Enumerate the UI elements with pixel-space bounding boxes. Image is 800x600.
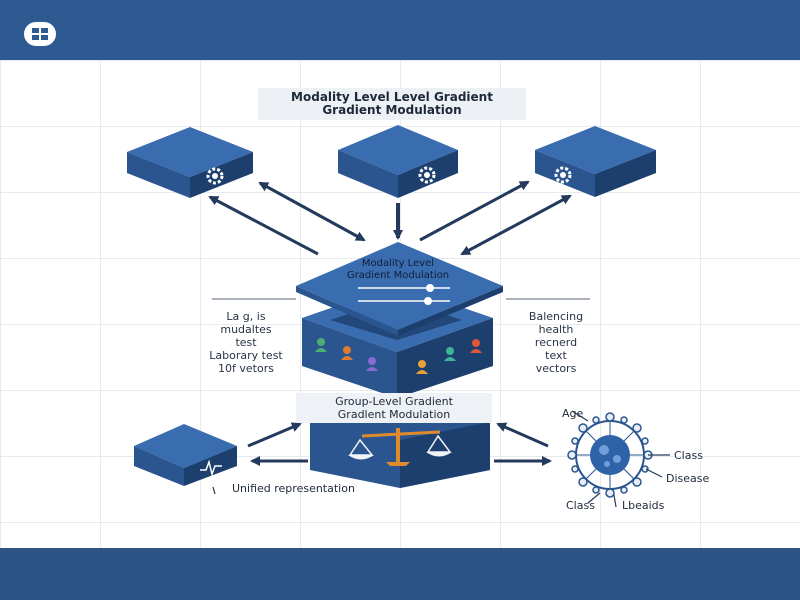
title-box: Modality Level Level Gradient Gradient M…	[258, 88, 526, 120]
person-icon	[315, 338, 327, 352]
virus-network-icon	[567, 410, 670, 508]
gear-icon	[554, 166, 572, 184]
unified-representation-label: Unified representation	[232, 482, 355, 495]
modality-cube-right	[535, 126, 656, 197]
group-label-line-2: Gradlent Modulation	[337, 408, 451, 421]
center-panel-line-2: Gradient Modulation	[346, 270, 450, 281]
center-panel-line-1: Modality Level	[361, 258, 435, 269]
header-bar	[0, 0, 800, 60]
arrow	[258, 181, 366, 242]
right-text-block: Balencing health recnerd text vectors	[506, 310, 606, 375]
virus-label-labels: Lbeaids	[622, 499, 665, 512]
title-line-1: Modality Level Level Gradient	[291, 90, 493, 104]
arrow	[460, 194, 572, 256]
grid-icon[interactable]	[24, 22, 56, 46]
group-label-line-1: Group-Level Gradient	[335, 395, 453, 408]
left-text-line: 10f vetors	[218, 362, 274, 375]
right-text-line: Balencing	[528, 310, 584, 323]
modality-cube-center	[338, 125, 458, 198]
virus-label-class-right: Class	[674, 449, 703, 462]
person-icon	[416, 360, 428, 374]
gear-icon	[418, 166, 436, 184]
title-line-2: Gradient Modulation	[322, 103, 462, 117]
center-panel-label: Modality Level Gradient Modulation	[322, 258, 474, 282]
left-text-line: test	[235, 336, 257, 349]
virus-label-class-bottom: Class	[566, 499, 595, 512]
arrow	[247, 422, 302, 448]
footer-bar	[0, 548, 800, 600]
right-text-line: text	[545, 349, 567, 362]
person-icon	[444, 347, 456, 361]
arrow	[419, 180, 530, 242]
arrow	[496, 422, 549, 448]
person-icon	[366, 357, 378, 371]
virus-label-disease: Disease	[666, 472, 710, 485]
person-icon	[470, 339, 482, 353]
right-text-line: vectors	[535, 362, 577, 375]
right-text-line: recnerd	[534, 336, 578, 349]
group-level-label-box: Group-Level Gradient Gradlent Modulation	[296, 393, 492, 423]
representation-cube	[134, 424, 237, 486]
left-text-line: La g, is	[226, 310, 266, 323]
modality-cube-left	[127, 127, 253, 198]
arrow	[208, 195, 319, 256]
waveform-icon	[200, 459, 222, 477]
modality-level-plate	[296, 242, 503, 336]
virus-label-age: Age	[562, 407, 584, 420]
gear-icon	[206, 167, 224, 185]
slider-icon	[358, 284, 450, 305]
left-text-line: mudaltes	[220, 323, 272, 336]
balance-scale-icon	[348, 428, 452, 466]
left-text-block: La g, is mudaltes test Laborary test 10f…	[196, 310, 296, 375]
left-text-line: Laborary test	[209, 349, 283, 362]
right-text-line: health	[538, 323, 574, 336]
person-icon	[341, 346, 353, 360]
